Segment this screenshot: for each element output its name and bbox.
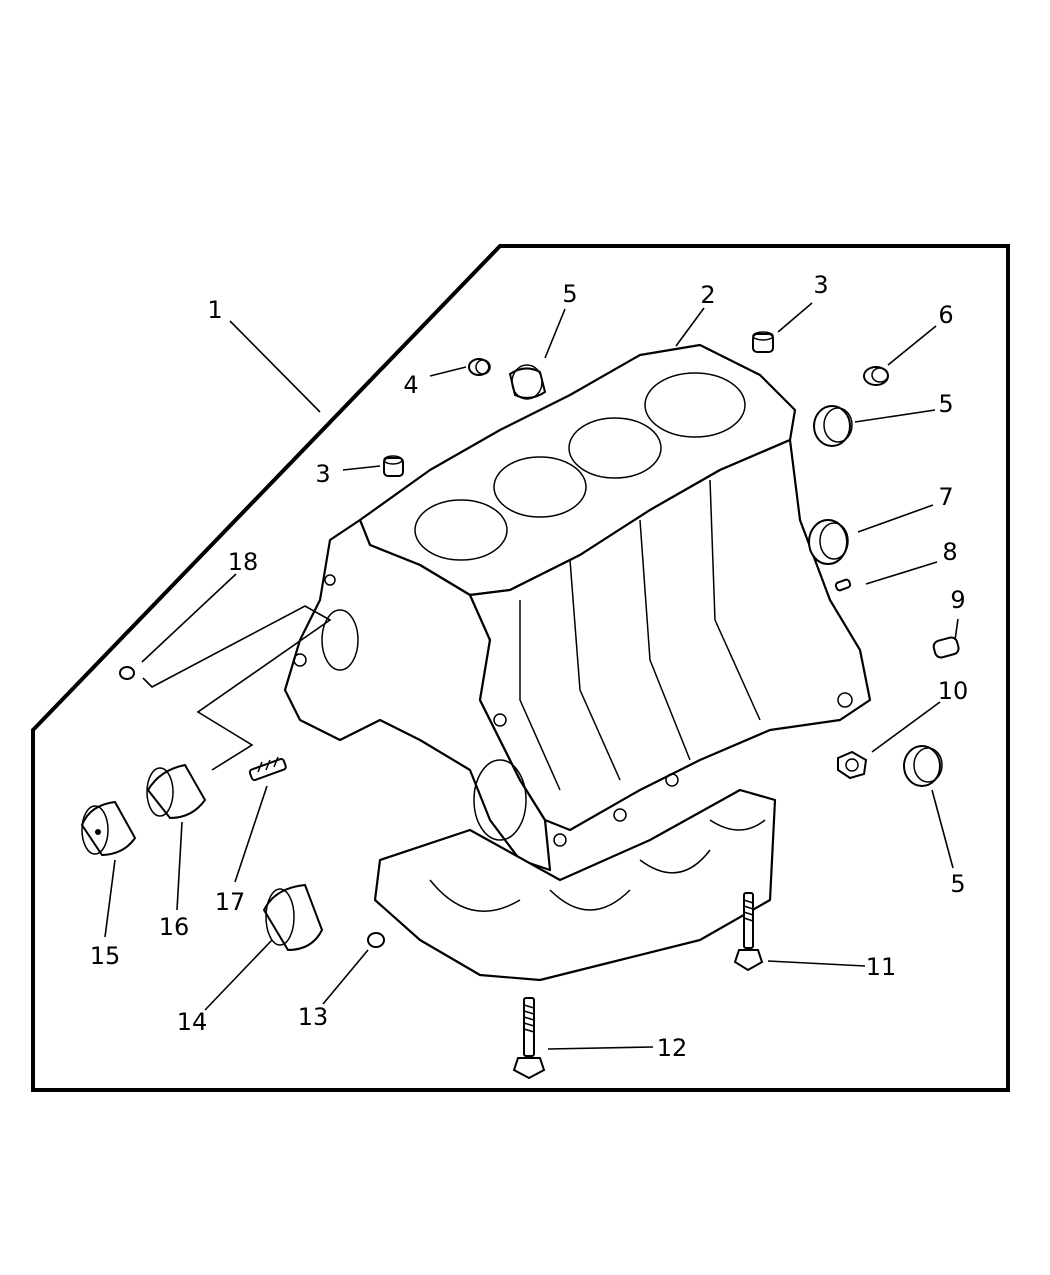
dowel-part-3-left (383, 455, 404, 477)
callout-12: 12 (657, 1034, 688, 1062)
sleeve-part-9 (932, 636, 960, 659)
callout-9: 9 (950, 586, 965, 614)
callout-6: 6 (938, 301, 953, 329)
dowel-part-3-top (752, 331, 774, 353)
bushing-part-16 (146, 763, 207, 820)
plug-part-18 (119, 666, 135, 680)
cup-plug-part-5-bottom (903, 745, 943, 787)
plug-part-4 (468, 358, 491, 376)
callout-5-top: 5 (562, 280, 577, 308)
seal-part-7 (808, 519, 849, 565)
leader-lines (104, 302, 959, 1050)
callout-14: 14 (177, 1008, 208, 1036)
callout-2: 2 (700, 281, 715, 309)
callout-18: 18 (228, 548, 259, 576)
callout-17: 17 (215, 888, 246, 916)
diagram-frame (31, 244, 1010, 1092)
bolt-part-11 (733, 892, 764, 972)
callout-labels: 1 2 3 3 4 5 5 5 6 7 8 9 10 11 12 13 14 1… (90, 271, 969, 1062)
bolt-part-12 (512, 997, 546, 1080)
bushing-part-14 (262, 883, 324, 952)
callout-10: 10 (938, 677, 969, 705)
drain-plug-part-10 (837, 750, 868, 780)
plug-part-6 (863, 366, 889, 386)
cup-plug-part-5-right (813, 405, 853, 447)
callout-4: 4 (403, 371, 418, 399)
callout-5-right: 5 (938, 390, 953, 418)
callout-15: 15 (90, 942, 121, 970)
pin-part-8 (834, 578, 852, 592)
callout-8: 8 (942, 538, 957, 566)
callout-7: 7 (938, 483, 953, 511)
bushing-part-15 (80, 800, 137, 857)
callout-13: 13 (298, 1003, 329, 1031)
callout-1: 1 (207, 296, 222, 324)
callout-3-left: 3 (315, 460, 330, 488)
cup-plug-part-5-top (508, 364, 547, 400)
plug-part-13 (367, 932, 385, 948)
callout-11: 11 (866, 953, 897, 981)
stud-part-17 (248, 756, 287, 782)
engine-block (283, 343, 872, 982)
callout-16: 16 (159, 913, 190, 941)
callout-5-bottom: 5 (950, 870, 965, 898)
callout-3-top: 3 (813, 271, 828, 299)
